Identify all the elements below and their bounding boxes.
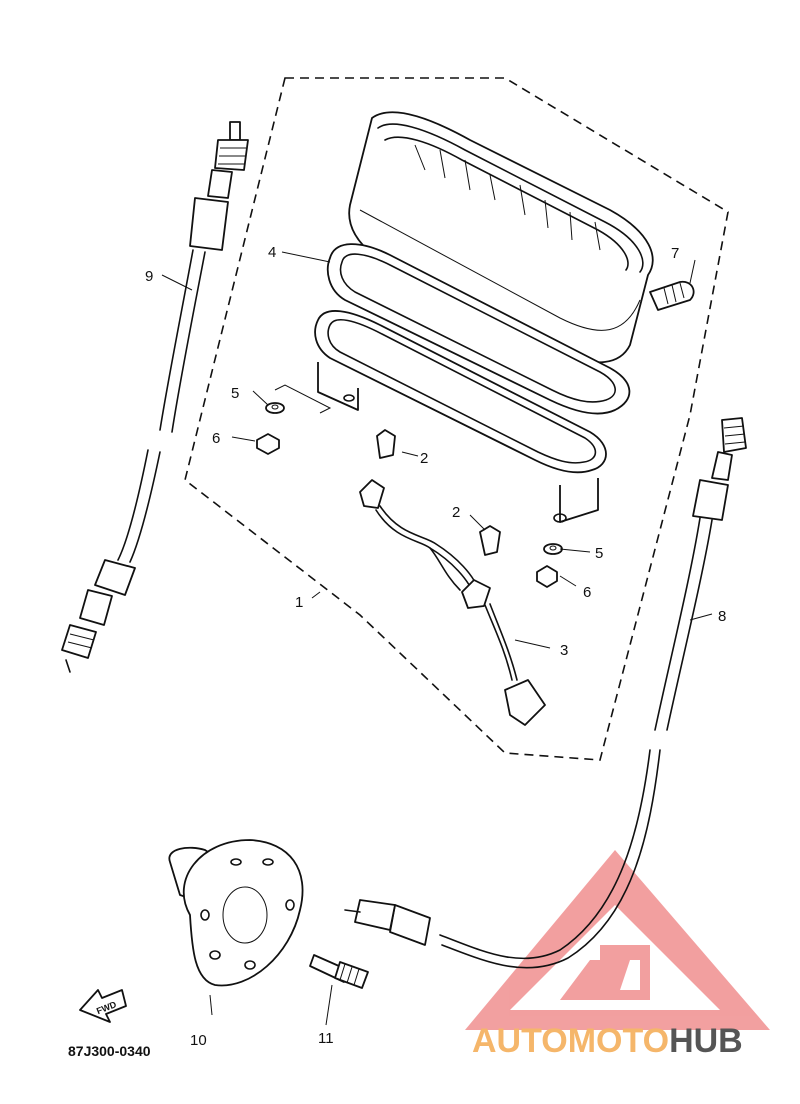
- fwd-arrow-icon: FWD: [79, 989, 127, 1023]
- wire-harness: [359, 479, 546, 726]
- speedo-cable: [344, 417, 747, 969]
- watermark-part2: HUB: [669, 1022, 743, 1060]
- tacho-cable: [61, 121, 249, 673]
- callout-6a: 6: [212, 430, 220, 447]
- reset-knob: [649, 280, 695, 311]
- meter-gear-unit: [168, 839, 304, 987]
- callout-4: 4: [268, 244, 276, 261]
- watermark-logo-icon: [465, 850, 770, 1030]
- gasket: [326, 243, 631, 415]
- callout-11: 11: [318, 1030, 334, 1047]
- meter-face-icon: [414, 144, 601, 251]
- washer-right-icon: [543, 543, 563, 555]
- nut-right-icon: [536, 565, 558, 588]
- leader-washer: [274, 384, 332, 414]
- meter-bracket: [314, 310, 607, 523]
- leader-lines: [161, 251, 713, 1026]
- washer-left-icon: [265, 402, 285, 414]
- watermark-text: AUTOMOTOHUB: [472, 1022, 743, 1060]
- assembly-boundary: [184, 77, 729, 761]
- diagram-code: 87J300-0340: [68, 1043, 151, 1059]
- callout-2b: 2: [452, 504, 460, 521]
- callout-7: 7: [671, 245, 679, 262]
- callout-3: 3: [560, 642, 568, 659]
- callout-6b: 6: [583, 584, 591, 601]
- bulb-upper-icon: [376, 429, 396, 459]
- bulb-lower-icon: [479, 525, 501, 556]
- callout-8: 8: [718, 608, 726, 625]
- watermark-part1: AUTOMOTO: [472, 1022, 669, 1060]
- callout-10: 10: [190, 1032, 207, 1049]
- drive-pinion: [309, 954, 369, 989]
- callout-1: 1: [295, 594, 303, 611]
- callout-5a: 5: [231, 385, 239, 402]
- callout-5b: 5: [595, 545, 603, 562]
- callout-9: 9: [145, 268, 153, 285]
- callout-2a: 2: [420, 450, 428, 467]
- nut-left-icon: [256, 433, 280, 455]
